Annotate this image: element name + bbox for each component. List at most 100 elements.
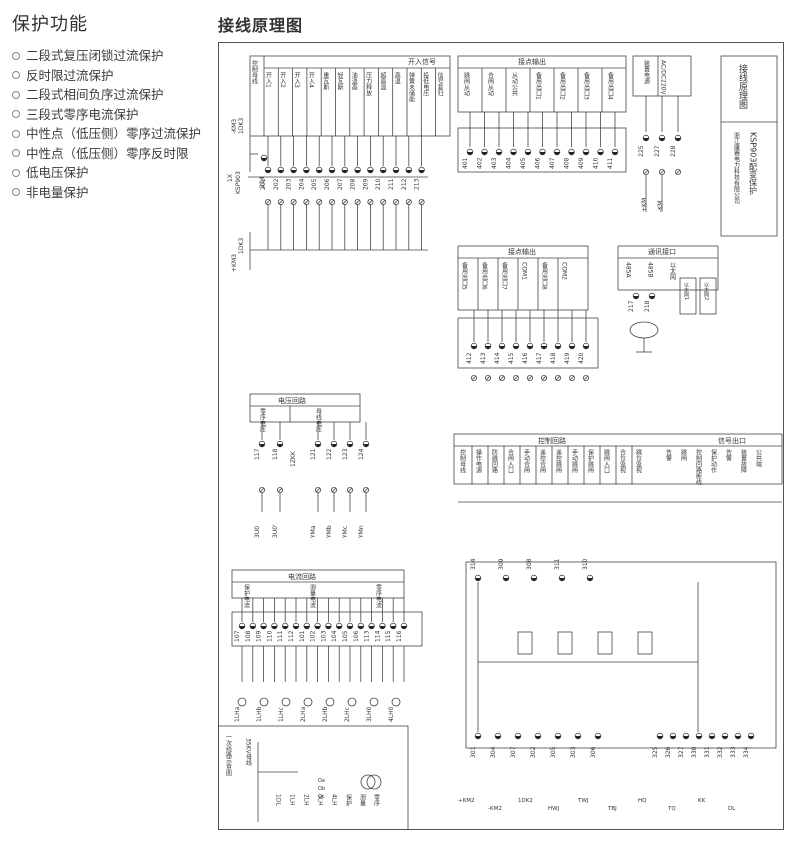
vt-terminal: 117 [254,448,261,460]
comm-port: 以太网2 [703,282,709,300]
terminal-fill [568,152,575,155]
power-terminal: 225 [638,145,645,157]
ctrl-terminal: 309 [498,558,505,570]
ct-label: 保护电流 [243,583,250,609]
ctrl-misc: TQ [667,806,676,812]
ct-terminal: 103 [320,630,327,642]
terminal-fill [597,152,604,155]
terminal-fill [260,626,267,629]
screw-slot [265,199,271,205]
terminal-fill [467,152,473,155]
ct-terminal: 106 [353,630,360,642]
ctrl-misc: HWJ [548,806,560,812]
ctrl-label: 手动合闸 [523,448,530,474]
function-item: 中性点（低压侧）零序反时限 [12,144,212,164]
screw-slot [419,199,424,205]
terminal-fill [418,170,425,173]
vt-label: YMc [342,526,349,539]
di-label: 开入3 [293,72,300,88]
terminal-fill [633,296,639,299]
terminal-fill [368,626,375,629]
out1-terminal: 404 [506,157,513,169]
sig-label: 告警 [665,448,672,462]
terminal-fill [649,296,655,299]
ct-terminal-box [231,611,423,647]
ctrl-terminal: 333 [730,746,737,758]
ct-terminal: 108 [245,630,252,642]
out2-terminal: 413 [480,352,487,364]
ct-label: 2LHb [322,706,329,722]
terminal-fill [587,578,593,581]
ct-coil-icon [237,697,247,707]
screw-slot [329,199,335,205]
screw-slot [368,199,373,205]
ctrl-terminal: 302 [530,746,537,758]
di-label: 油温高 [350,71,357,91]
out2-terminal: 416 [522,352,529,364]
terminal-fill [347,626,353,629]
screw-slot [583,375,589,381]
ctrl-label: 操作电源 [475,448,482,474]
screw-slot [277,487,283,493]
relay-coil-icon [557,631,573,655]
di-terminal: 201 [260,178,267,190]
terminal-fill [380,170,386,173]
di-label: 控制母线 [251,59,258,84]
terminal-fill [670,736,676,739]
function-label: 中性点（低压侧）零序过流保护 [26,126,202,141]
vt-label: YMa [310,525,317,539]
di-label: 投低电压 [422,71,429,97]
terminal-fill [503,578,509,581]
ctrl-terminal: 305 [550,746,557,758]
out2-header: 接点输出 [508,247,536,256]
vt-terminal: 123 [342,448,349,460]
out1-label: 合闸从动 [487,71,494,97]
terminal-fill [531,578,537,581]
di-misc: 1DK3 [238,238,245,254]
ctrl-label: 跳位监视 [635,448,642,474]
bullet-icon [12,110,20,119]
screw-slot [393,199,399,205]
out2-terminal: 414 [494,352,501,364]
function-label: 非电量保护 [26,184,89,200]
di-label: 轻瓦斯 [336,71,343,91]
vt-terminal: 124 [358,448,365,460]
terminal-fill [555,346,561,349]
primary-label: 4LH [331,794,338,806]
comm-label: 以太网 [669,262,676,281]
ct-label: 1LHb [256,706,263,722]
out2-label: 备用出口7 [501,261,508,290]
terminal-fill [709,736,715,739]
ct-terminal: 114 [374,630,381,642]
out1-label: 从动公共 [511,72,518,97]
ct-label: 4LH0 [388,706,395,722]
terminal-fill [354,170,361,173]
ethernet-port-icon [679,277,697,315]
out2-terminal: 415 [508,352,515,364]
relay-coil-icon [517,631,533,655]
terminal-fill [539,152,546,155]
out1-label: 跳闸从动 [463,71,470,97]
ct-terminal: 115 [385,630,392,642]
di-terminal: 204 [298,178,305,190]
ct-coil-icon [259,697,269,707]
primary-phase: Oc [318,794,325,800]
terminal-fill [304,626,310,629]
power-value: AC/DC220V [660,60,667,95]
sig-label: 告警 [725,448,732,462]
screw-slot [541,375,547,381]
bullet-icon [12,90,20,99]
out1-label: 备用出口4 [607,71,614,100]
out1-label: 备用出口3 [583,71,590,100]
sig-label: 装置故障 [740,448,747,474]
screw-slot [569,375,575,381]
terminal-fill [722,736,728,739]
out2-terminal: 420 [578,352,585,364]
out1-terminal: 411 [607,157,614,169]
vt-table [249,393,361,423]
terminal-fill [303,170,310,173]
primary-bus: 35KV母线 [245,738,252,766]
terminal-fill [595,736,601,739]
vt-label: YMn [358,525,365,539]
